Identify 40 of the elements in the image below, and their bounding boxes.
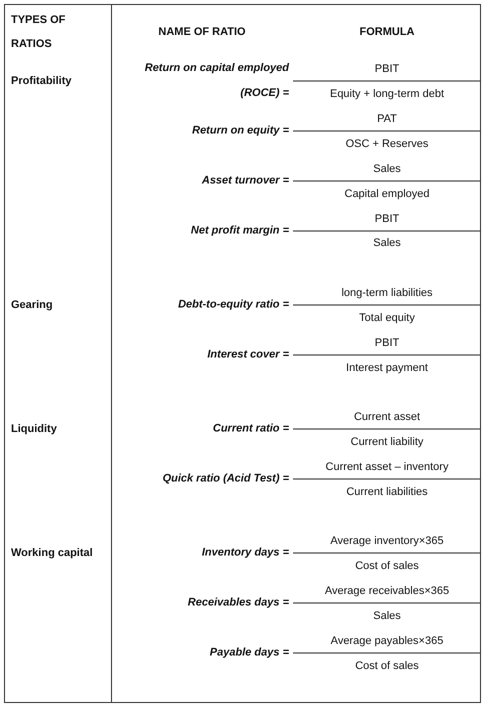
- formula-numerator: Current asset – inventory: [326, 461, 448, 473]
- formula-denominator: Cost of sales: [355, 660, 419, 672]
- column-header: FORMULA: [360, 26, 414, 38]
- formula-denominator: Capital employed: [344, 188, 430, 200]
- ratio-category: Liquidity: [11, 423, 57, 435]
- ratio-name: Quick ratio (Acid Test) =: [162, 472, 289, 486]
- ratio-name: Return on capital employed (ROCE) =: [144, 61, 289, 101]
- column-header: TYPES OF RATIOS: [11, 13, 66, 52]
- formula-numerator: PBIT: [374, 213, 400, 225]
- formula-numerator: Current asset: [354, 411, 420, 423]
- ratio-name: Return on equity =: [192, 124, 289, 138]
- ratio-name: Payable days =: [210, 646, 289, 660]
- formula-denominator: Equity + long-term debt: [330, 88, 444, 100]
- ratio-name: Asset turnover =: [202, 174, 289, 188]
- formula-denominator: Interest payment: [346, 362, 428, 374]
- formula-denominator: Sales: [373, 610, 401, 622]
- column-header: NAME OF RATIO: [158, 26, 246, 38]
- ratio-category: Profitability: [11, 75, 72, 87]
- formula-numerator: PBIT: [374, 63, 400, 75]
- formula-numerator: Average payables×365: [330, 635, 444, 647]
- ratio-name: Interest cover =: [207, 348, 289, 362]
- ratio-name: Debt-to-equity ratio =: [178, 298, 289, 312]
- formula-denominator: Current liability: [350, 436, 424, 448]
- ratio-category: Working capital: [11, 547, 93, 559]
- ratio-name: Current ratio =: [212, 422, 289, 436]
- formula-denominator: Current liabilities: [346, 486, 428, 498]
- formula-denominator: Sales: [373, 237, 401, 249]
- formula-denominator: OSC + Reserves: [346, 138, 428, 150]
- formula-numerator: PAT: [377, 113, 397, 125]
- formula-numerator: Average receivables×365: [324, 585, 450, 597]
- formula-numerator: Sales: [373, 163, 401, 175]
- formula-numerator: Average inventory×365: [330, 535, 444, 547]
- ratio-name: Receivables days =: [188, 596, 289, 610]
- formula-numerator: PBIT: [374, 337, 400, 349]
- formula-denominator: Total equity: [359, 312, 415, 324]
- ratio-name: Inventory days =: [202, 546, 289, 560]
- ratio-name: Net profit margin =: [190, 224, 289, 238]
- ratio-category: Gearing: [11, 299, 53, 311]
- formula-numerator: long-term liabilities: [341, 287, 433, 299]
- formula-denominator: Cost of sales: [355, 560, 419, 572]
